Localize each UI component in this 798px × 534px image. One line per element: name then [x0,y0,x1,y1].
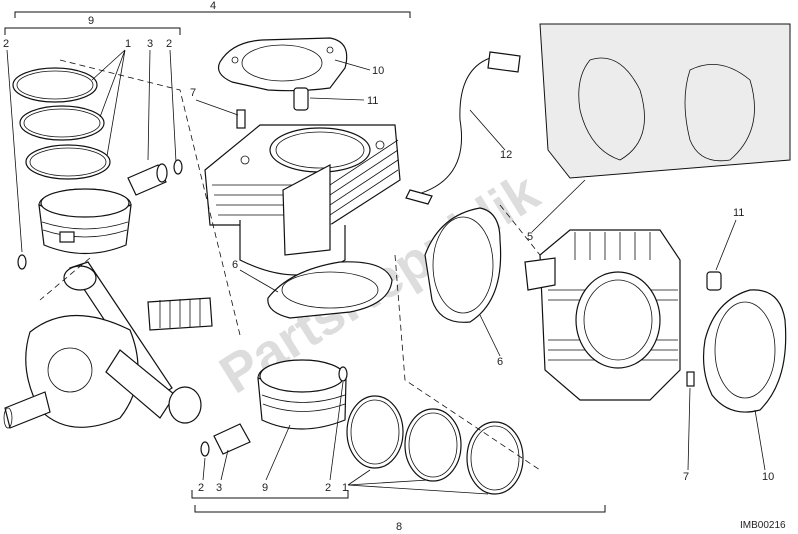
piston-pin-top [127,163,168,196]
callout-9-bottom-label: 9 [262,482,268,494]
callout-4-top: 4 [210,0,216,12]
piston-rings-bottom [346,395,524,495]
callout-2-bottom-left: 2 [198,482,204,494]
circlip-bottom-left [200,441,210,457]
callout-2-top-right: 2 [166,38,172,50]
circlip-bottom-right [338,366,348,382]
circlip-top-right [173,159,183,175]
callout-10-right: 10 [762,471,774,483]
crankshaft [3,261,213,429]
callout-7-top: 7 [190,87,196,99]
gasket-kit-bag [539,23,791,179]
piston-pin-bottom [213,423,251,455]
callout-1-top: 1 [125,38,131,50]
callout-3-top: 3 [147,38,153,50]
callout-2-top-left: 2 [3,38,9,50]
callout-10-top: 10 [372,65,384,77]
dowel-top [236,109,246,129]
bracket-group-9-bottom [191,490,349,499]
bracket-group-8-bottom: 8 [194,505,606,533]
circlip-top-left [17,254,27,270]
cylinder-right [524,229,681,401]
callout-1-bottom: 1 [342,482,348,494]
callout-12: 12 [500,149,512,161]
callout-5: 5 [527,231,533,243]
drawing-code: IMB00216 [740,520,786,531]
base-gasket-b [424,207,502,323]
callout-2-bottom-right: 2 [325,482,331,494]
callout-9-top: 9 [88,15,94,27]
piston-bottom [257,359,347,430]
cylinder-top [204,124,401,276]
dowel-right [686,371,695,387]
callout-6-left: 6 [232,259,238,271]
assembly-guides [39,59,541,471]
callout-11-top: 11 [367,95,378,107]
bracket-group-9-top: 9 [4,15,181,35]
callout-3-bottom: 3 [216,482,222,494]
base-gasket-a [267,261,393,319]
callout-11-right: 11 [733,207,744,219]
head-gasket-right [702,289,787,413]
sleeve-right [706,271,722,291]
bracket-group-4-top: 4 [14,0,411,18]
temperature-sensor [405,51,521,205]
callout-6-right: 6 [497,356,503,368]
head-gasket-top [217,37,348,92]
piston-rings-top [12,67,111,180]
callout-7-right: 7 [683,471,689,483]
callout-8-bottom: 8 [396,521,402,533]
piston-top [38,188,132,255]
sleeve-top [293,87,309,111]
